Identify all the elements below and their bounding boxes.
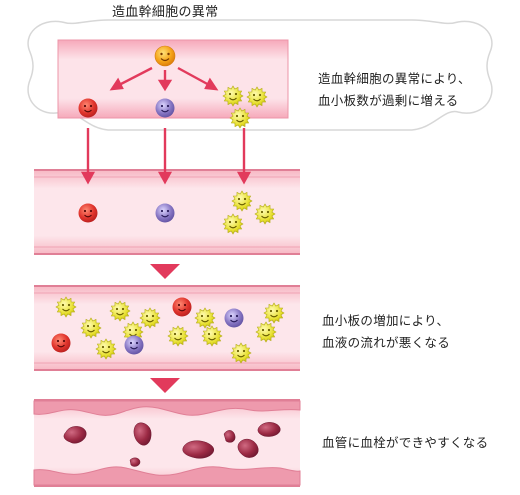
stem-cell-icon: [154, 45, 176, 67]
platelet-icon: [80, 317, 102, 339]
thrombi: [63, 422, 281, 467]
platelet-icon: [231, 190, 253, 212]
red-blood-cell-icon: [51, 333, 71, 353]
caption-stage3-line1: 血管に血栓ができやすくなる: [322, 435, 489, 450]
vessel-segment-2: [34, 285, 300, 371]
blood-cells: [51, 85, 285, 364]
caption-stage2: 血小板の増加により、 血液の流れが悪くなる: [322, 310, 450, 354]
caption-stage1-line2: 血小板数が過剰に増える: [318, 93, 459, 108]
caption-stage1-line1: 造血幹細胞の異常により、: [318, 71, 471, 86]
release-arrows: [80, 128, 252, 185]
platelet-icon: [246, 86, 268, 108]
vessel-wall-deposit-bottom: [33, 466, 301, 486]
caption-stage3: 血管に血栓ができやすくなる: [322, 432, 488, 454]
white-blood-cell-icon: [155, 203, 175, 223]
caption-stage2-line1: 血小板の増加により、: [322, 313, 450, 328]
diagram-title: 造血幹細胞の異常: [112, 5, 219, 20]
vessel-wall-deposit-top: [33, 400, 301, 416]
white-blood-cell-icon: [124, 335, 144, 355]
step-arrow-2: [150, 378, 180, 393]
platelet-icon: [95, 338, 117, 360]
thrombus-icon: [63, 426, 87, 444]
platelet-icon: [55, 296, 77, 318]
platelet-icon: [222, 213, 244, 235]
platelet-icon: [139, 307, 161, 329]
red-blood-cell-icon: [78, 203, 98, 223]
differentiation-arrows: [109, 66, 219, 92]
step-arrow-1: [150, 264, 180, 279]
red-blood-cell-icon: [78, 98, 98, 118]
platelet-icon: [222, 85, 244, 107]
platelet-icon: [263, 302, 285, 324]
platelet-icon: [229, 107, 251, 129]
thrombus-icon: [182, 440, 214, 459]
thrombus-icon: [257, 422, 281, 437]
caption-stage2-line2: 血液の流れが悪くなる: [322, 335, 451, 350]
red-blood-cell-icon: [172, 297, 192, 317]
platelet-icon: [255, 321, 277, 343]
platelet-icon: [254, 203, 276, 225]
platelet-icon: [109, 300, 131, 322]
thrombus-icon: [237, 438, 259, 458]
platelet-icon: [201, 325, 223, 347]
white-blood-cell-icon: [224, 308, 244, 328]
thrombus-icon: [223, 430, 236, 443]
platelet-icon: [167, 325, 189, 347]
platelet-icon: [194, 307, 216, 329]
white-blood-cell-icon: [155, 98, 175, 118]
thrombus-icon: [133, 422, 152, 446]
caption-stage1: 造血幹細胞の異常により、 血小板数が過剰に増える: [318, 68, 471, 112]
platelet-icon: [230, 342, 252, 364]
thrombus-icon: [129, 457, 141, 467]
